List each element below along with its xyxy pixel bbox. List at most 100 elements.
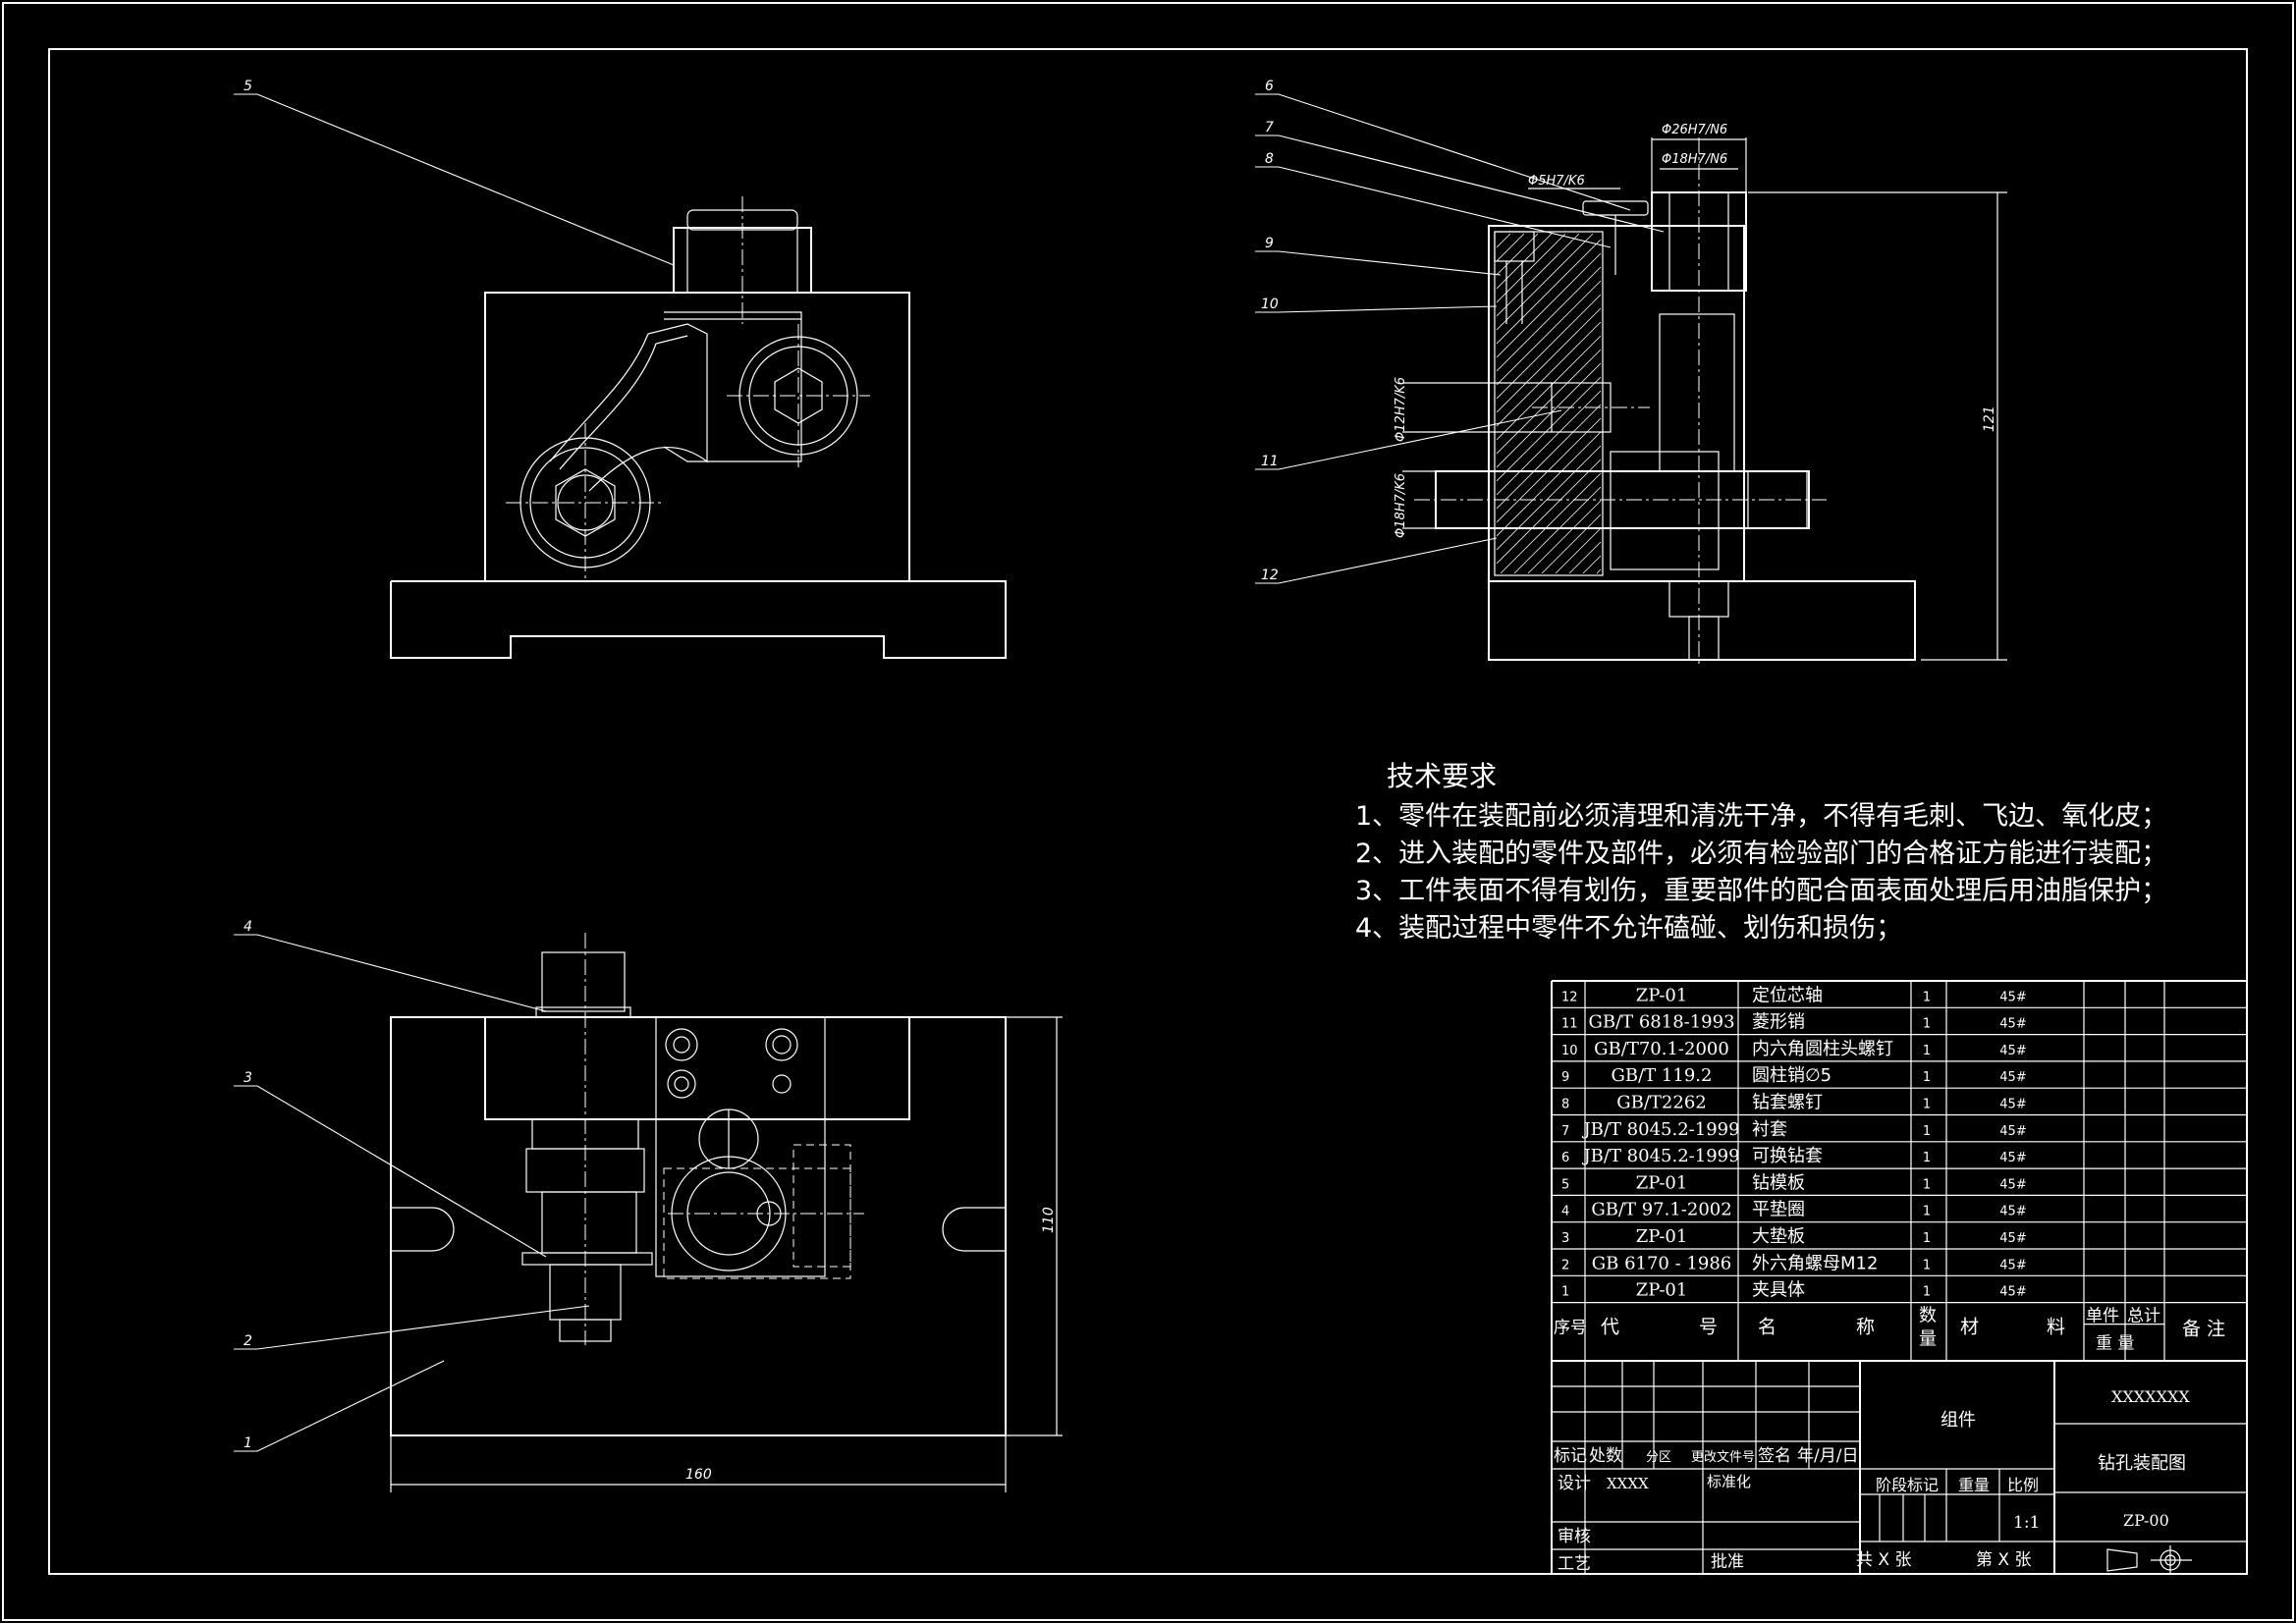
tb-process: 工艺 (1558, 1554, 1591, 1574)
bom-row-qty: 1 (1923, 1017, 1931, 1032)
bom-row-code: GB/T 97.1-2002 (1591, 1200, 1731, 1220)
bom-row-no: 7 (1561, 1124, 1569, 1139)
hatch-line (1496, 266, 1602, 372)
tb-date: 年/月/日 (1797, 1446, 1858, 1466)
dim-160: 160 (685, 1467, 712, 1483)
technical-requirements: 技术要求 1、零件在装配前必须清理和清洗干净，不得有毛刺、飞边、氧化皮； 2、进… (1355, 760, 2167, 944)
tech-req-item: 1、零件在装配前必须清理和清洗干净，不得有毛刺、飞边、氧化皮； (1355, 801, 2167, 832)
bom-row-qty: 1 (1923, 1258, 1931, 1272)
bom-row-name: 大垫板 (1752, 1226, 1805, 1247)
bom-row-no: 1 (1561, 1285, 1569, 1300)
bom-row-qty: 1 (1923, 1285, 1931, 1300)
tb-mark: 标记 (1554, 1446, 1587, 1466)
bom-row-qty: 1 (1923, 1231, 1931, 1246)
balloon-2: 2 (244, 1333, 252, 1349)
hatch-line (1582, 555, 1602, 574)
bom-header-no: 序号 (1554, 1319, 1587, 1338)
hatch-line (1496, 233, 1539, 276)
tb-sheets-total: 共 X 张 (1856, 1550, 1911, 1570)
bom-row-material: 45# (1999, 1258, 2026, 1272)
hatch-line (1496, 445, 1602, 551)
bom-row-code: GB/T70.1-2000 (1594, 1039, 1729, 1059)
tb-designer: XXXX (1607, 1475, 1649, 1492)
hatch-line (1496, 362, 1602, 468)
bom-row-name: 平垫圈 (1752, 1200, 1805, 1220)
bom-header-material: 料 (2047, 1317, 2065, 1338)
bom-row-no: 5 (1561, 1177, 1569, 1192)
balloon-leaders: 5 4 3 2 1 6 7 8 9 10 11 12 (234, 79, 1665, 1452)
balloon-12: 12 (1261, 568, 1279, 583)
bom-row-name: 钻套螺钉 (1752, 1093, 1823, 1113)
bom-row-code: GB 6170 - 1986 (1592, 1253, 1731, 1273)
bom-row-code: GB/T 119.2 (1612, 1065, 1713, 1086)
bom-header-remark: 备 注 (2182, 1319, 2225, 1340)
balloon-1: 1 (244, 1435, 252, 1451)
hatch-line (1496, 233, 1580, 317)
balloon-11: 11 (1261, 454, 1279, 469)
bom-row-code: ZP-01 (1636, 985, 1688, 1005)
bom-row-code: ZP-01 (1636, 1226, 1688, 1247)
hatch-line (1500, 472, 1602, 574)
hatch-line (1496, 335, 1602, 441)
top-view: 160 110 (390, 933, 1063, 1492)
bom-row-no: 11 (1561, 1017, 1578, 1032)
bom-row-material: 45# (1999, 1151, 2026, 1165)
tb-review: 审核 (1558, 1527, 1591, 1546)
balloon-9: 9 (1265, 236, 1274, 251)
bom-row-qty: 1 (1923, 1044, 1931, 1058)
hatch-line (1496, 404, 1602, 510)
balloon-4: 4 (244, 919, 252, 935)
bom-row-code: ZP-01 (1636, 1172, 1688, 1193)
tb-scale: 比例 (2007, 1476, 2039, 1494)
bom-row-material: 45# (1999, 1205, 2026, 1219)
hatch-line (1496, 431, 1602, 537)
bom-row-qty: 1 (1923, 1070, 1931, 1085)
balloon-7: 7 (1265, 120, 1274, 135)
tb-sign: 签名 (1758, 1446, 1791, 1466)
tech-req-item: 3、工件表面不得有划伤，重要部件的配合面表面处理后用油脂保护； (1355, 876, 2167, 906)
dim-bore-26: Φ26H7/N6 (1662, 123, 1727, 137)
bom-row-material: 45# (1999, 1017, 2026, 1032)
hatch-line (1496, 294, 1602, 400)
tb-company: 组件 (1941, 1410, 1976, 1431)
hatch-line (1496, 233, 1594, 331)
tb-approve: 批准 (1711, 1552, 1744, 1572)
bom-row-name: 衬套 (1752, 1119, 1787, 1140)
bom-row-no: 2 (1561, 1258, 1569, 1272)
bom-row-material: 45# (1999, 990, 2026, 1004)
bom-row-qty: 1 (1923, 1124, 1931, 1139)
tb-count: 处数 (1589, 1446, 1622, 1466)
tech-req-item: 2、进入装配的零件及部件，必须有检验部门的合格证方能进行装配； (1355, 839, 2167, 869)
tb-sheet-no: 第 X 张 (1976, 1550, 2031, 1570)
bom-row-material: 45# (1999, 1070, 2026, 1085)
balloon-8: 8 (1265, 151, 1274, 167)
bom-row-name: 可换钻套 (1752, 1146, 1823, 1166)
bom-header-code: 代 (1601, 1317, 1619, 1338)
bom-row-material: 45# (1999, 1285, 2026, 1300)
title-block: 标记 处数 分区 更改文件号 签名 年/月/日 设计 XXXX 标准化 审核 工… (1551, 1360, 2248, 1575)
bom-header-qty: 数 (1919, 1306, 1937, 1326)
front-view (390, 196, 1007, 659)
bom-row-material: 45# (1999, 1177, 2026, 1192)
bom-row-qty: 1 (1923, 1205, 1931, 1219)
bom-row-material: 45# (1999, 1098, 2026, 1112)
bom-header-unit: 单件 (2086, 1307, 2119, 1326)
hatch-line (1496, 233, 1511, 248)
bom-row-no: 8 (1561, 1098, 1569, 1112)
section-view: 121 Φ26H7/N6 Φ18H7/N6 Φ5H7/K6 Φ12H7/K6 Φ… (1394, 123, 2007, 668)
tb-standard: 标准化 (1707, 1473, 1751, 1490)
hatch-line (1496, 280, 1602, 386)
hatch-line (1496, 252, 1602, 358)
balloon-10: 10 (1261, 297, 1279, 312)
tb-weight: 重量 (1958, 1476, 1990, 1494)
tech-req-title: 技术要求 (1387, 760, 1497, 792)
bom-row-code: GB/T 6818-1993 (1588, 1012, 1734, 1033)
tb-design: 设计 (1558, 1474, 1591, 1493)
balloon-6: 6 (1265, 79, 1274, 94)
bom-header-total: 总计 (2127, 1307, 2160, 1326)
bom-row-qty: 1 (1923, 990, 1931, 1004)
bom-row-qty: 1 (1923, 1098, 1931, 1112)
hatch-line (1555, 527, 1602, 574)
